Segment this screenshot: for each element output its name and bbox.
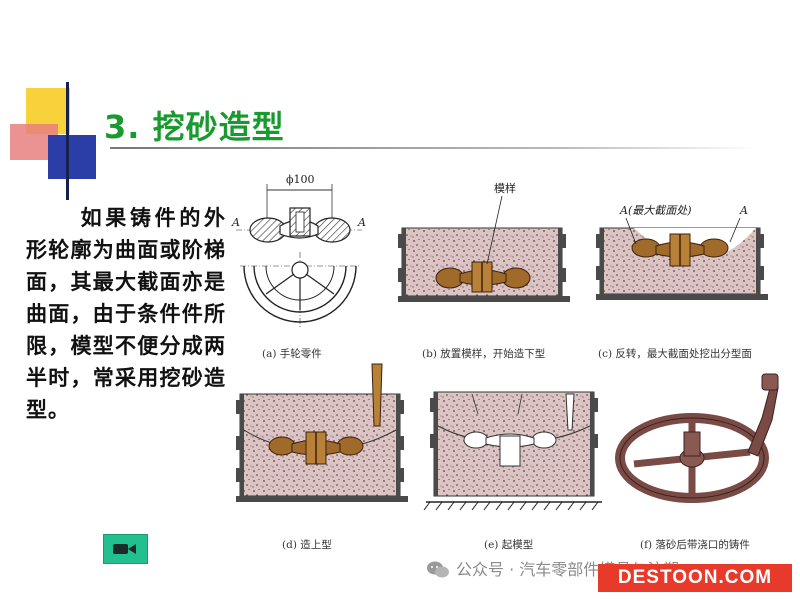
video-camera-icon bbox=[113, 544, 136, 554]
title-underline bbox=[110, 147, 760, 149]
caption-e: (e) 起模型 bbox=[484, 538, 533, 551]
caption-a: (a) 手轮零件 bbox=[262, 347, 322, 360]
pattern-label: 模样 bbox=[494, 181, 516, 195]
section-marker-right: A bbox=[357, 216, 366, 229]
casting-process-figure: ϕ100 A A (a) 手轮零件 bbox=[231, 173, 779, 551]
panel-f-casting-with-gate: (f) 落砂后带浇口的铸件 bbox=[615, 373, 779, 551]
site-logo: DESTOON.COM bbox=[598, 564, 792, 592]
panel-b-place-pattern: 模样 (b) 放置模样，开始造下型 bbox=[398, 181, 570, 360]
panel-c-dig-parting-surface: A(最大截面处) A (c) 反转，最大截面处挖出分型面 bbox=[596, 204, 768, 360]
dimension-label: ϕ100 bbox=[286, 173, 315, 186]
caption-f: (f) 落砂后带浇口的铸件 bbox=[640, 538, 750, 551]
section-marker-c: A bbox=[739, 204, 748, 217]
panel-a-handwheel-part: ϕ100 A A (a) 手轮零件 bbox=[231, 173, 366, 360]
media-nav-button[interactable] bbox=[103, 534, 148, 564]
decor-blue-square bbox=[48, 135, 96, 179]
slide-title: 3. 挖砂造型 bbox=[104, 108, 285, 146]
caption-c: (c) 反转，最大截面处挖出分型面 bbox=[598, 347, 752, 360]
max-section-label: A(最大截面处) bbox=[619, 204, 692, 217]
decor-vertical-line bbox=[66, 82, 69, 200]
caption-d: (d) 造上型 bbox=[282, 538, 332, 551]
panel-e-remove-pattern: (e) 起模型 bbox=[423, 391, 602, 551]
caption-b: (b) 放置模样，开始造下型 bbox=[422, 347, 545, 360]
panel-d-cope-mold: (d) 造上型 bbox=[236, 363, 408, 551]
section-marker-left: A bbox=[231, 216, 240, 229]
slide-body-text: 如果铸件的外形轮廓为曲面或阶梯面，其最大截面亦是曲面，由于条件件所限，模型不便分… bbox=[26, 206, 226, 422]
wechat-icon bbox=[427, 561, 449, 578]
